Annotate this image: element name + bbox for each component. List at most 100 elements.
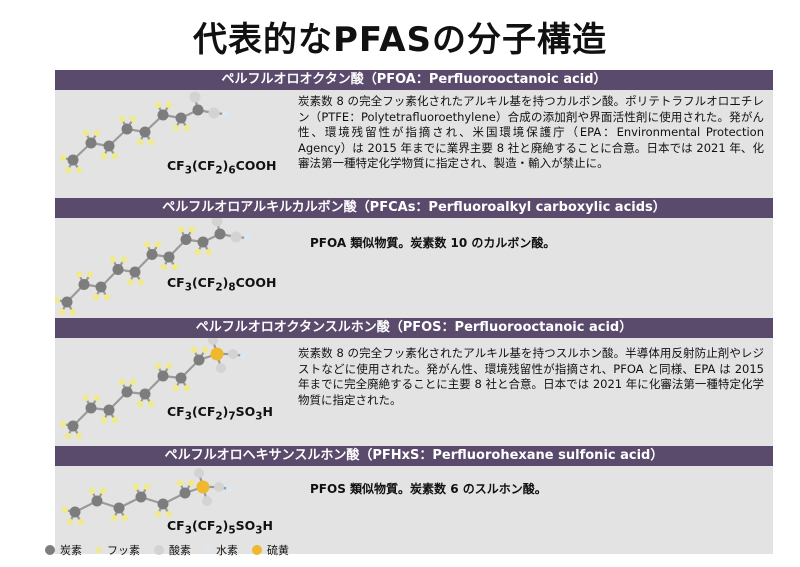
oxygen-atom bbox=[214, 482, 224, 492]
carbon-atom bbox=[129, 266, 141, 278]
fluorine-atom bbox=[103, 293, 111, 301]
legend-item-oxygen: 酸素 bbox=[154, 542, 191, 558]
oxygen-atom bbox=[216, 363, 226, 373]
fluorine-atom bbox=[154, 362, 162, 370]
section-body: CF3(CF2)7SO3H 炭素数 8 の完全フッ素化されたアルキル基を持つスル… bbox=[55, 338, 773, 446]
legend-label: フッ素 bbox=[107, 544, 140, 557]
fluorine-atom bbox=[93, 394, 101, 402]
fluorine-atom bbox=[165, 101, 173, 109]
fluorine-atom bbox=[172, 384, 180, 392]
oxygen-atom bbox=[230, 231, 242, 243]
section-pfos: ペルフルオロオクタンスルホン酸（PFOS：Perfluorooctanoic a… bbox=[55, 318, 773, 446]
molecular-formula: CF3(CF2)8COOH bbox=[167, 275, 277, 294]
carbon-atom bbox=[192, 104, 204, 116]
sulfur-atom-swatch bbox=[252, 545, 262, 555]
fluorine-atom bbox=[176, 479, 184, 487]
fluorine-atom bbox=[111, 152, 119, 160]
fluorine-atom bbox=[137, 278, 145, 286]
legend-label: 酸素 bbox=[169, 544, 191, 557]
fluorine-atom bbox=[82, 394, 90, 402]
carbon-atom bbox=[103, 404, 115, 416]
legend-item-sulfur: 硫黄 bbox=[252, 542, 289, 558]
fluorine-atom bbox=[59, 420, 67, 428]
section-description: 炭素数 8 の完全フッ素化されたアルキル基を持つスルホン酸。半導体用反射防止剤や… bbox=[298, 346, 764, 407]
carbon-atom bbox=[193, 354, 205, 366]
fluorine-atom bbox=[136, 400, 144, 408]
fluorine-atom bbox=[110, 514, 118, 522]
molecular-formula: CF3(CF2)6COOH bbox=[167, 158, 277, 177]
fluorine-atom bbox=[88, 487, 96, 495]
section-body: CF3(CF2)5SO3H PFOS 類似物質。炭素数 6 のスルホン酸。 bbox=[55, 466, 773, 554]
legend-label: 炭素 bbox=[60, 544, 82, 557]
oxygen-atom bbox=[211, 218, 223, 227]
fluorine-atom bbox=[143, 483, 151, 491]
fluorine-atom bbox=[100, 416, 108, 424]
fluorine-atom bbox=[75, 271, 83, 278]
fluorine-atom bbox=[109, 256, 117, 263]
carbon-atom bbox=[112, 264, 124, 275]
carbon-atom bbox=[78, 279, 90, 290]
fluorine-atom bbox=[147, 400, 155, 408]
fluorine-atom bbox=[64, 166, 72, 174]
section-header: ペルフルオロオクタンスルホン酸（PFOS：Perfluorooctanoic a… bbox=[55, 318, 773, 338]
fluorine-atom bbox=[75, 432, 83, 440]
section-header: ペルフルオロオクタン酸（PFOA：Perfluorooctanoic acid） bbox=[55, 70, 773, 90]
oxygen-atom bbox=[194, 468, 204, 478]
fluorine-atom bbox=[143, 241, 151, 248]
carbon-atom bbox=[163, 251, 175, 263]
fluorine-atom bbox=[86, 271, 94, 278]
carbon-atom bbox=[175, 112, 187, 124]
fluorine-atom bbox=[59, 154, 67, 162]
carbon-atom bbox=[121, 123, 133, 135]
section-description: 炭素数 8 の完全フッ素化されたアルキル基を持つカルボン酸。ポリテトラフルオロエ… bbox=[298, 94, 764, 170]
fluorine-atom bbox=[69, 308, 77, 316]
fluorine-atom bbox=[77, 518, 85, 526]
carbon-atom bbox=[139, 126, 151, 138]
carbon-atom bbox=[121, 386, 133, 398]
carbon-atom bbox=[67, 154, 79, 166]
atom-group bbox=[61, 468, 232, 526]
fluorine-atom bbox=[136, 138, 144, 146]
carbon-atom bbox=[103, 140, 115, 152]
fluorine-atom bbox=[75, 166, 83, 174]
fluorine-atom bbox=[154, 510, 162, 518]
carbon-atom bbox=[85, 137, 97, 149]
fluorine-atom bbox=[171, 263, 179, 271]
carbon-atom bbox=[139, 388, 151, 400]
carbon-atom bbox=[179, 487, 191, 499]
fluorine-atom bbox=[129, 115, 137, 123]
atom-group bbox=[59, 338, 246, 440]
atom-group bbox=[55, 218, 250, 316]
fluorine-atom bbox=[205, 248, 213, 256]
carbon-atom bbox=[85, 402, 97, 414]
section-pfoa: ペルフルオロオクタン酸（PFOA：Perfluorooctanoic acid）… bbox=[55, 70, 773, 198]
fluorine-atom bbox=[118, 115, 126, 123]
hydrogen-atom bbox=[226, 486, 232, 492]
legend-label: 水素 bbox=[216, 544, 238, 557]
oxygen-atom-swatch bbox=[154, 545, 164, 555]
carbon-atom bbox=[146, 249, 158, 260]
fluorine-atom bbox=[129, 378, 137, 386]
fluorine-atom bbox=[61, 506, 69, 514]
pfoa-molecule-model bbox=[59, 91, 228, 174]
fluorine-atom bbox=[111, 416, 119, 424]
fluorine-atom bbox=[188, 226, 196, 233]
fluorine-atom bbox=[165, 510, 173, 518]
carbon-atom bbox=[91, 495, 103, 507]
fluorine-atom bbox=[190, 346, 198, 354]
carbon-atom bbox=[175, 372, 187, 384]
section-pfcas: ペルフルオロアルキルカルボン酸（PFCAs：Perfluoroalkyl car… bbox=[55, 198, 773, 320]
page-title: 代表的なPFASの分子構造 bbox=[192, 20, 608, 60]
sulfur-atom bbox=[210, 347, 224, 361]
fluorine-atom bbox=[120, 256, 128, 263]
fluorine-atom bbox=[121, 514, 129, 522]
section-description: PFOA 類似物質。炭素数 10 のカルボン酸。 bbox=[310, 236, 556, 250]
pfos-molecule-model bbox=[59, 338, 246, 440]
fluorine-atom bbox=[132, 483, 140, 491]
oxygen-atom bbox=[208, 338, 218, 345]
oxygen-atom bbox=[202, 496, 212, 506]
section-body: CF3(CF2)8COOH PFOA 類似物質。炭素数 10 のカルボン酸。 bbox=[55, 218, 773, 320]
fluorine-atom-swatch bbox=[96, 547, 102, 553]
section-header: ペルフルオロアルキルカルボン酸（PFCAs：Perfluoroalkyl car… bbox=[55, 198, 773, 218]
carbon-atom bbox=[113, 502, 125, 514]
